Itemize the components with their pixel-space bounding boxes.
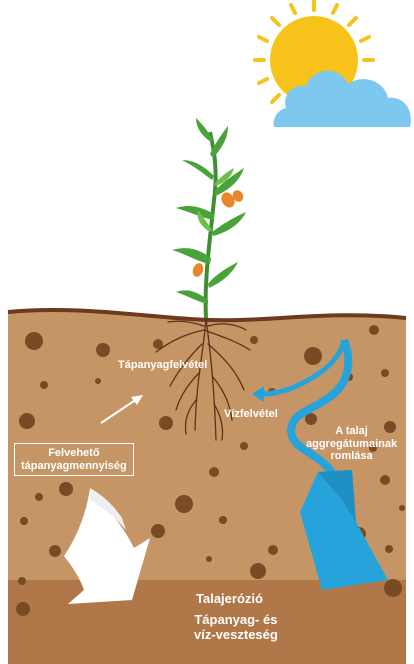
label-nutrient-water-loss: Tápanyag- és víz-veszteség: [194, 613, 278, 643]
label-available-nutrients-line2: tápanyagmennyiség: [21, 460, 127, 473]
label-water-uptake: Vízfelvétel: [224, 408, 278, 421]
label-aggregate-line1: A talaj: [306, 425, 397, 438]
label-nutrient-uptake: Tápanyagfelvétel: [118, 359, 207, 372]
plant-icon: [172, 118, 246, 318]
label-loss-line1: Tápanyag- és: [194, 613, 278, 628]
label-loss-line2: víz-veszteség: [194, 628, 278, 643]
label-soil-erosion: Talajerózió: [196, 592, 263, 607]
label-aggregate-line3: romlása: [306, 450, 397, 463]
label-aggregate-line2: aggregátumainak: [306, 438, 397, 451]
label-available-nutrients-line1: Felvehető: [21, 447, 127, 460]
label-available-nutrients: Felvehető tápanyagmennyiség: [14, 443, 134, 476]
label-soil-aggregate-degradation: A talaj aggregátumainak romlása: [306, 425, 397, 463]
